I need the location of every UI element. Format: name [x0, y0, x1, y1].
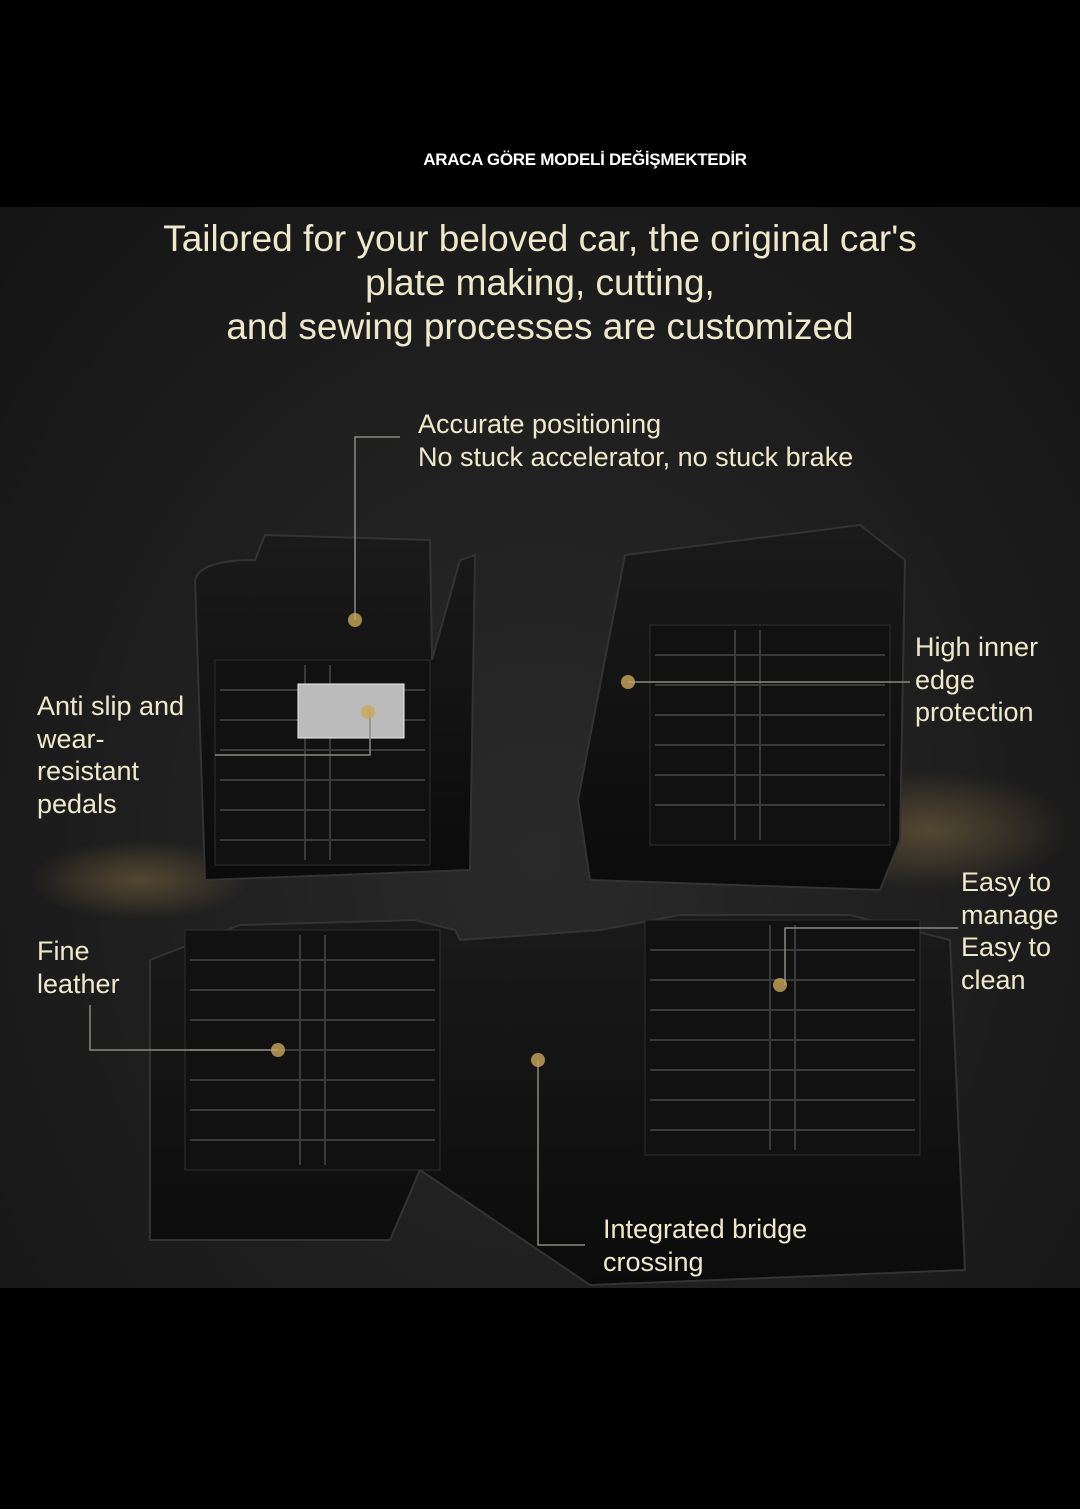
callout-line: Fine: [37, 936, 90, 966]
callout-bridge: Integrated bridge crossing: [603, 1213, 807, 1278]
callout-line: edge: [915, 664, 976, 695]
model-notice: ARACA GÖRE MODELİ DEĞİŞMEKTEDİR: [423, 150, 747, 169]
callout-pedals: Anti slip and wear- resistant pedals: [37, 690, 184, 820]
mat-front-left: [193, 533, 477, 882]
swirl-decoration: [30, 840, 250, 920]
callout-line: resistant: [37, 756, 140, 786]
callout-line: No stuck accelerator, no stuck brake: [418, 441, 854, 472]
headline-line: and sewing processes are customized: [226, 306, 854, 347]
callout-line: Easy to: [961, 932, 1052, 962]
callout-line: Easy to: [961, 867, 1052, 897]
callout-dots: [271, 613, 787, 1067]
headline-line: Tailored for your beloved car, the origi…: [163, 218, 917, 259]
callout-line: clean: [961, 964, 1026, 995]
callout-line: crossing: [603, 1246, 704, 1277]
callout-line: High inner: [915, 632, 1039, 662]
headline-line: plate making, cutting,: [365, 262, 715, 303]
callout-line: Anti slip and: [37, 691, 185, 721]
headline: Tailored for your beloved car, the origi…: [0, 217, 1080, 349]
callout-manage: Easy to manage Easy to clean: [961, 866, 1059, 996]
callout-leather: Fine leather: [37, 935, 120, 1000]
callout-line: pedals: [37, 788, 117, 819]
callout-line: wear-: [37, 723, 105, 754]
callout-line: Integrated bridge: [603, 1214, 808, 1244]
callout-positioning: Accurate positioning No stuck accelerato…: [418, 408, 853, 473]
callout-edge: High inner edge protection: [915, 631, 1038, 729]
callout-leader-lines: [89, 436, 958, 1246]
mat-rear: [149, 914, 967, 1287]
callout-line: leather: [37, 968, 120, 999]
callout-line: Accurate positioning: [418, 409, 662, 439]
mat-front-right: [576, 523, 907, 892]
callout-line: manage: [961, 899, 1059, 930]
pedal-plate: [297, 683, 405, 739]
callout-line: protection: [915, 697, 1034, 727]
